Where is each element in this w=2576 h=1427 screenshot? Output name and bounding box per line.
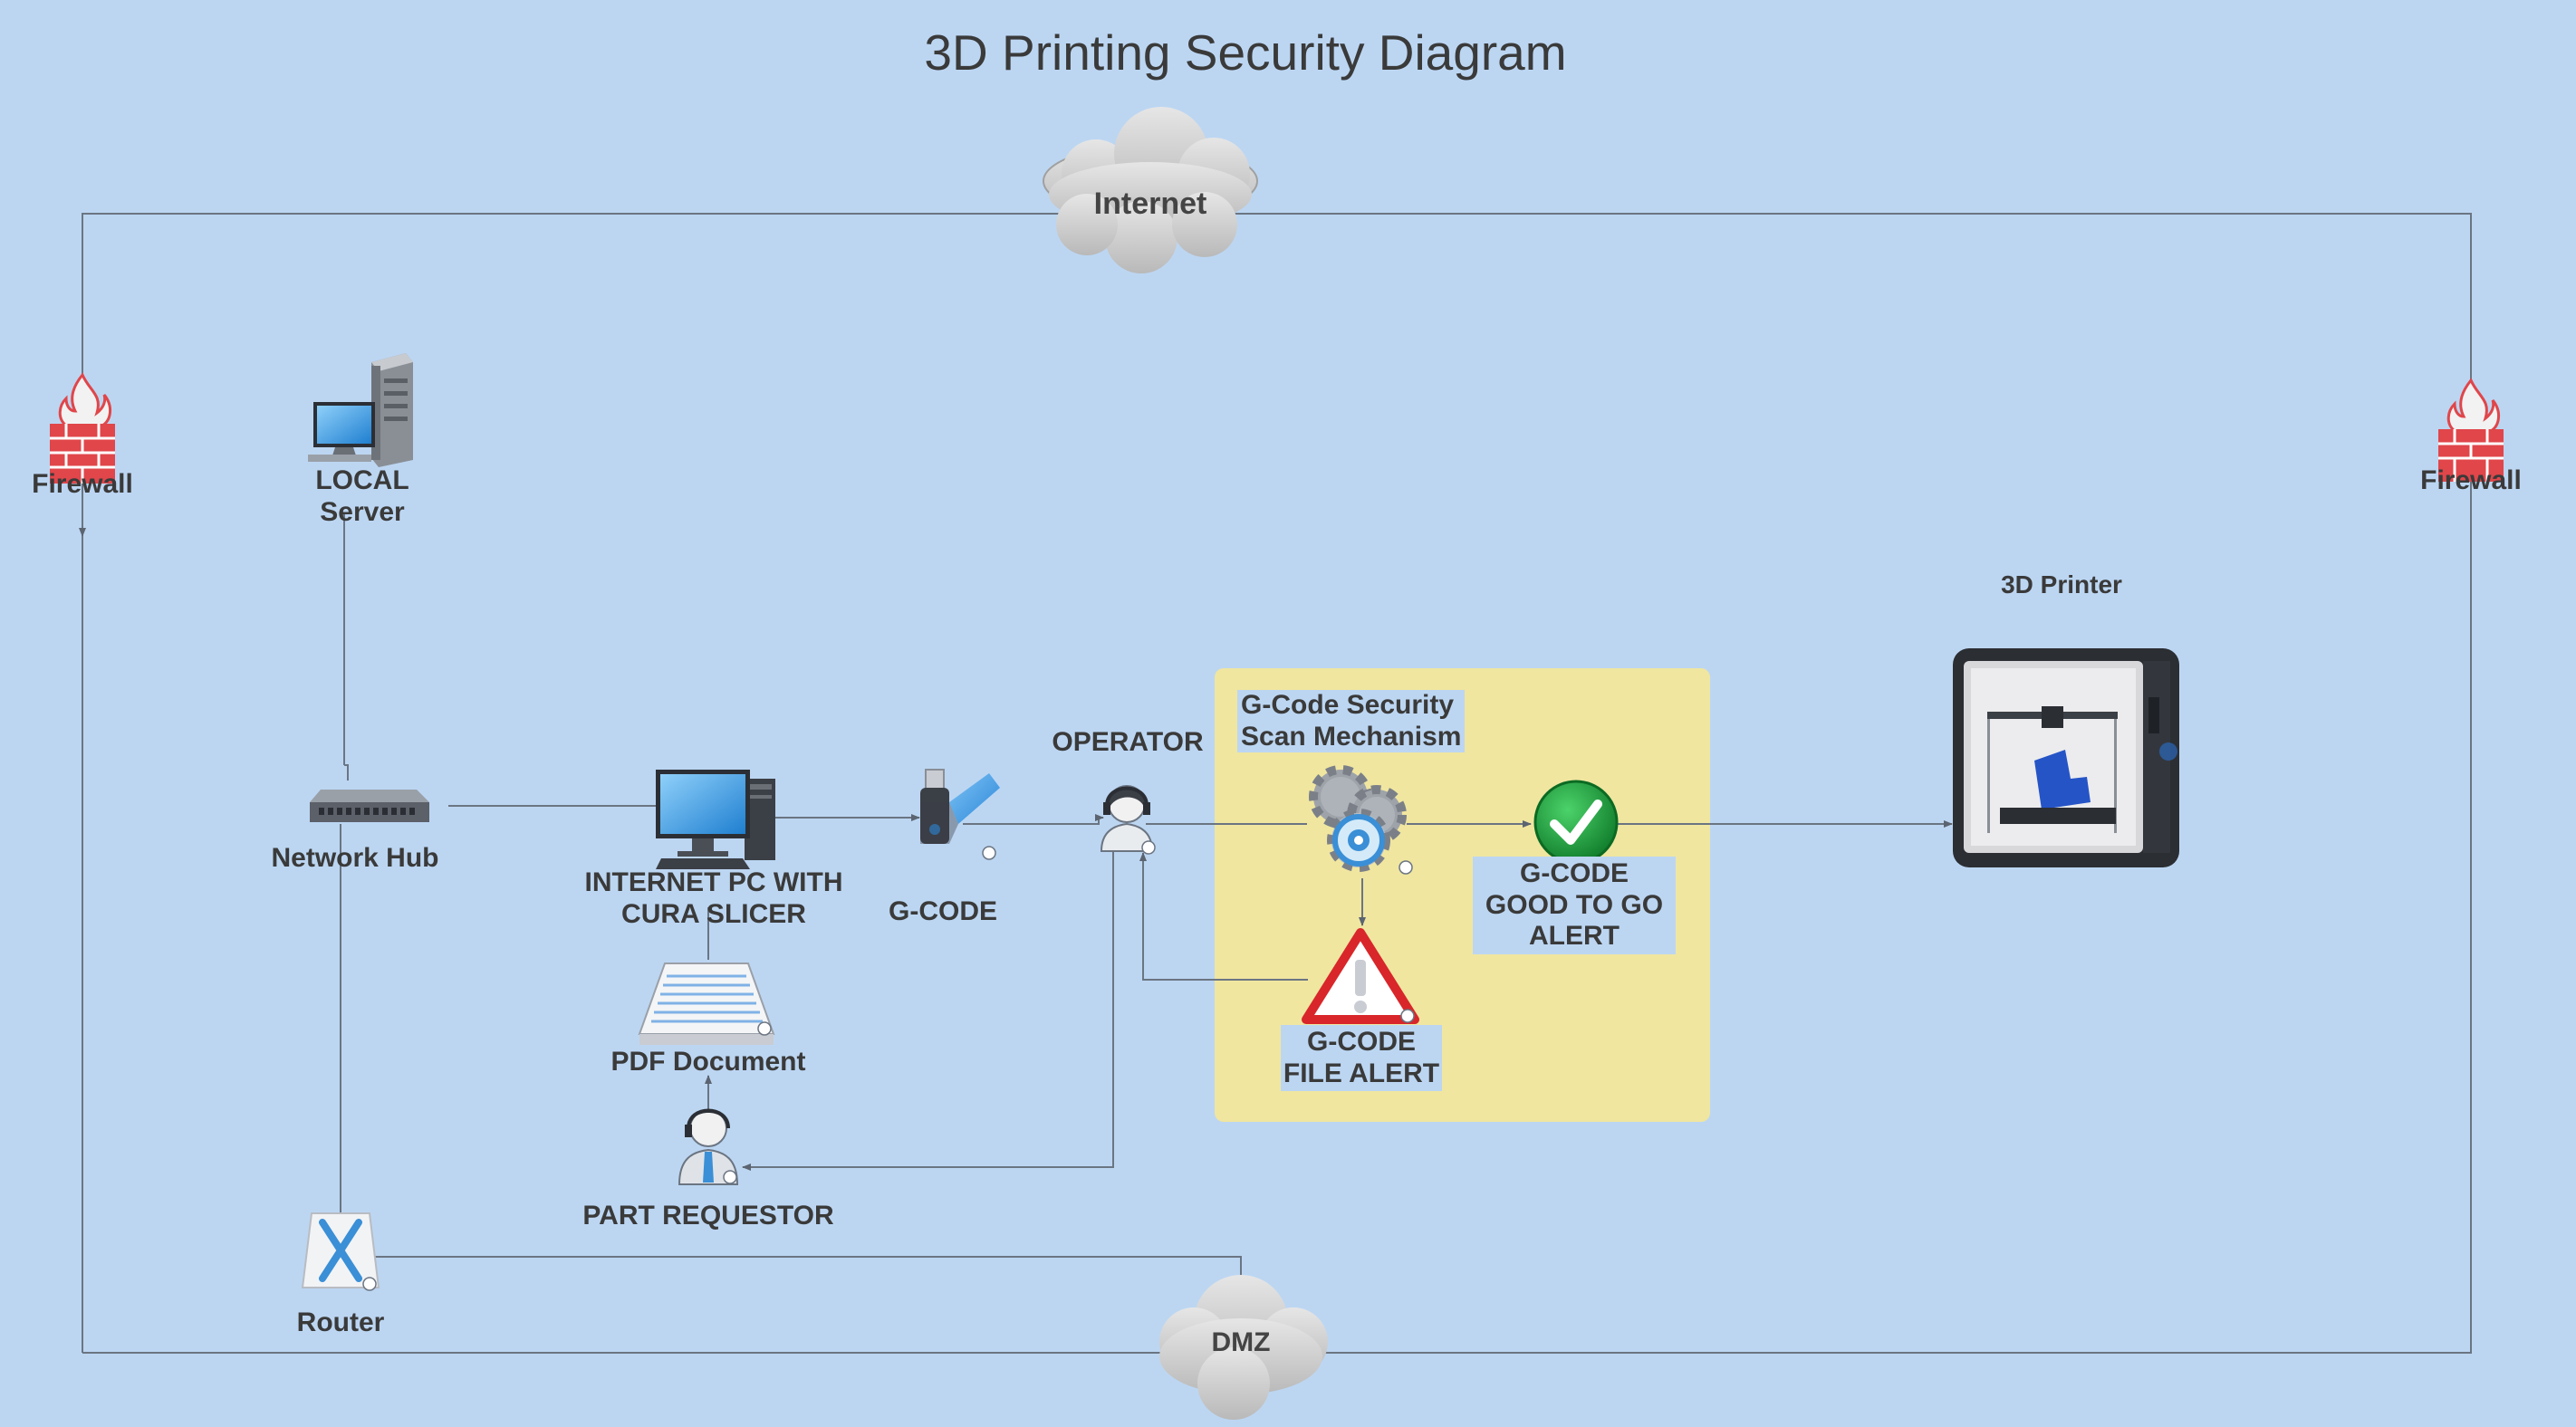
internet-pc-label-line2: CURA SLICER [621, 898, 806, 929]
scan-mechanism-label: G-Code Security Scan Mechanism [1237, 690, 1466, 752]
local-server-label: LOCAL Server [315, 465, 409, 528]
operator-label: OPERATOR [1052, 727, 1204, 757]
good-alert-label: G-CODE GOOD TO GO ALERT [1473, 857, 1676, 954]
file-alert-label-line1: G-CODE [1307, 1027, 1416, 1057]
checkmark-icon [1533, 780, 1619, 865]
file-alert-label: G-CODE FILE ALERT [1281, 1025, 1442, 1091]
firewall-right-label: Firewall [2420, 465, 2522, 495]
dmz-label: DMZ [1211, 1327, 1271, 1357]
usb-drive-icon [920, 769, 1000, 860]
diagram-title: 3D Printing Security Diagram [924, 24, 1567, 81]
good-alert-label-line3: ALERT [1529, 921, 1620, 951]
server-computer-icon [308, 353, 413, 467]
router-label: Router [296, 1307, 385, 1337]
scan-mechanism-label-line1: G-Code Security [1241, 690, 1455, 720]
network-hub-label: Network Hub [271, 843, 439, 873]
network-switch-icon [310, 790, 429, 822]
gears-lock-icon [1309, 765, 1413, 875]
internet-pc-label-line1: INTERNET PC WITH [584, 867, 843, 897]
local-server-label-line2: Server [320, 496, 405, 527]
requestor-person-icon [678, 1108, 739, 1185]
warning-triangle-icon [1302, 928, 1419, 1024]
operator-headset-icon [1100, 785, 1156, 855]
firewall-left-label: Firewall [32, 469, 133, 499]
firewall-icon [2438, 378, 2504, 482]
cloud-icon [1159, 1275, 1328, 1420]
internet-pc-label: INTERNET PC WITH CURA SLICER [585, 867, 843, 930]
internet-label: Internet [1093, 187, 1207, 221]
scan-mechanism-label-line2: Scan Mechanism [1241, 721, 1462, 752]
document-icon [638, 963, 775, 1045]
local-server-label-line1: LOCAL [315, 465, 409, 495]
router-icon [301, 1212, 380, 1291]
gcode-label: G-CODE [889, 896, 997, 926]
3d-printer-icon [1953, 648, 2179, 867]
firewall-icon [50, 372, 115, 484]
good-alert-label-line2: GOOD TO GO [1485, 889, 1664, 920]
good-alert-label-line1: G-CODE [1520, 858, 1629, 888]
file-alert-label-line2: FILE ALERT [1283, 1058, 1440, 1088]
pdf-document-label: PDF Document [610, 1047, 806, 1077]
cloud-icon [1043, 107, 1258, 273]
part-requestor-label: PART REQUESTOR [582, 1201, 834, 1231]
connectors [79, 213, 2472, 1354]
desktop-pc-icon [656, 770, 775, 869]
printer-label: 3D Printer [2001, 570, 2122, 599]
